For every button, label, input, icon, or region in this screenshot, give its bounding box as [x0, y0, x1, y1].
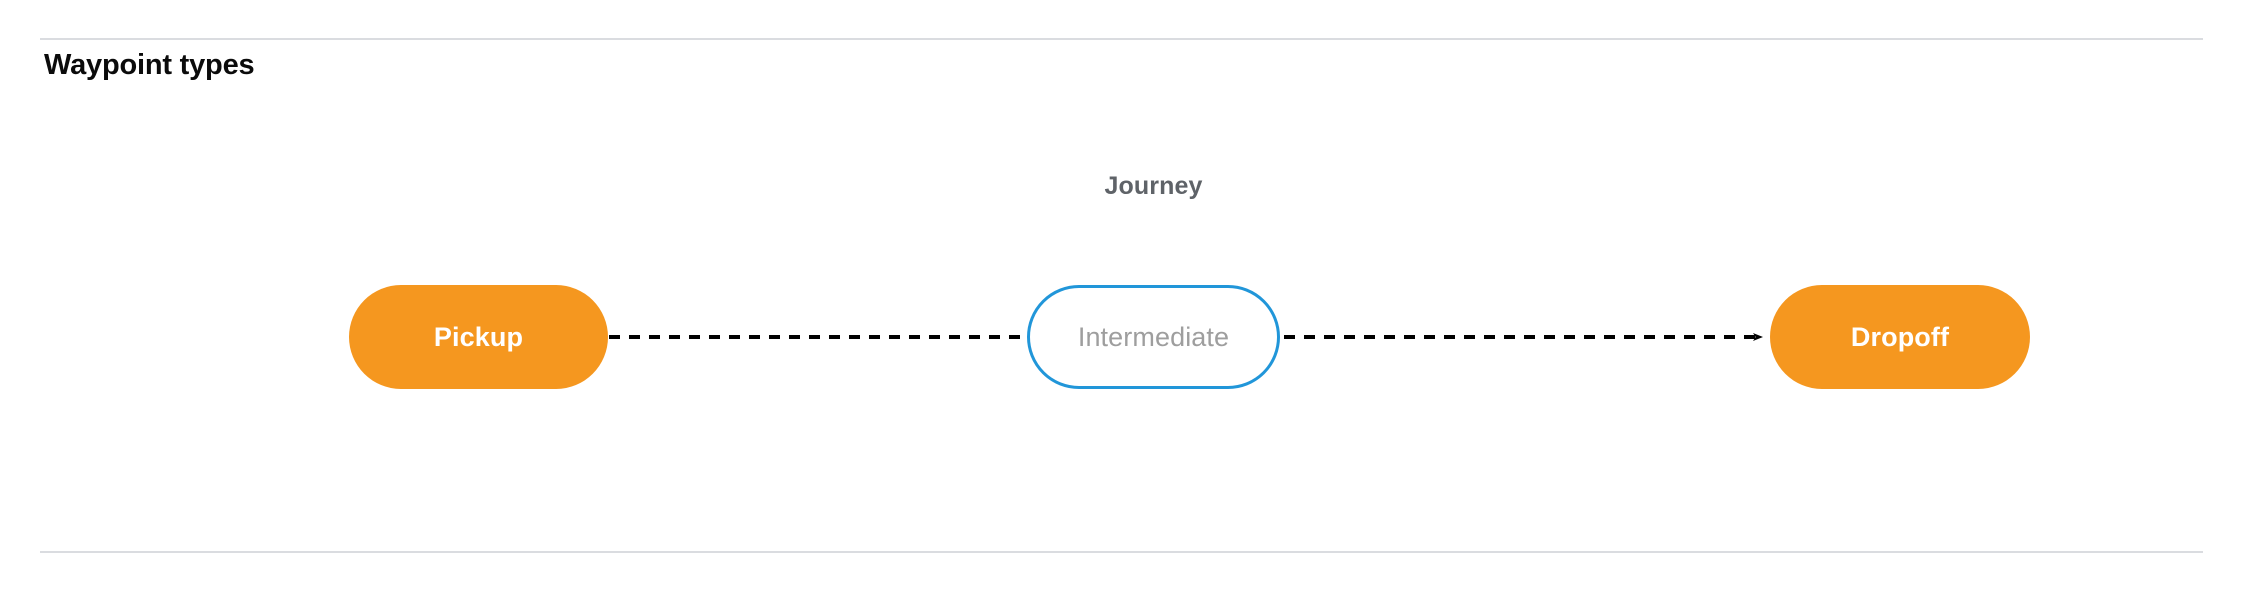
waypoint-node-pickup[interactable]: Pickup: [349, 285, 608, 389]
waypoint-node-intermediate[interactable]: Intermediate: [1027, 285, 1280, 389]
section-divider-bottom: [40, 551, 2203, 553]
section-divider-top: [40, 38, 2203, 40]
waypoint-node-dropoff-label: Dropoff: [1850, 321, 1950, 352]
waypoint-node-intermediate-label: Intermediate: [1077, 321, 1230, 352]
journey-group-label: Journey: [1104, 172, 1203, 200]
waypoint-node-pickup-label: Pickup: [433, 321, 524, 352]
page-title: Waypoint types: [44, 49, 255, 81]
waypoint-node-dropoff[interactable]: Dropoff: [1770, 285, 2030, 389]
